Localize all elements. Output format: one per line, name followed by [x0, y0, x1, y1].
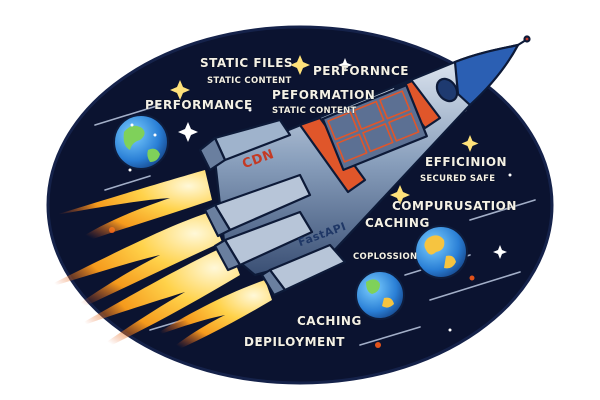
- label-caching-mid: CACHING: [365, 216, 430, 230]
- label-static-files: STATIC FILES: [200, 56, 294, 70]
- label-static-content-mid: STATIC CONTENT: [272, 106, 357, 116]
- label-static-content-top: STATIC CONTENT: [207, 76, 292, 86]
- label-coplossion: COPLOSSION: [353, 252, 418, 262]
- label-secured-safe: SECURED SAFE: [420, 174, 496, 184]
- label-perfornnce: PERFORNNCE: [313, 64, 409, 78]
- label-deployment: DEPILOYMENT: [244, 335, 345, 349]
- label-efficinion: EFFICINION: [425, 155, 508, 169]
- label-compurusation: COMPURUSATION: [392, 199, 517, 213]
- label-performance: PERFORMANCE: [145, 98, 253, 112]
- globe-right: [414, 225, 468, 279]
- globe-left: [113, 114, 169, 170]
- engine-flames: [40, 170, 272, 360]
- label-caching-bottom: CACHING: [297, 314, 362, 328]
- label-peformation: PEFORMATION: [272, 88, 376, 102]
- globe-bottom: [355, 270, 405, 320]
- rocket: [198, 35, 531, 297]
